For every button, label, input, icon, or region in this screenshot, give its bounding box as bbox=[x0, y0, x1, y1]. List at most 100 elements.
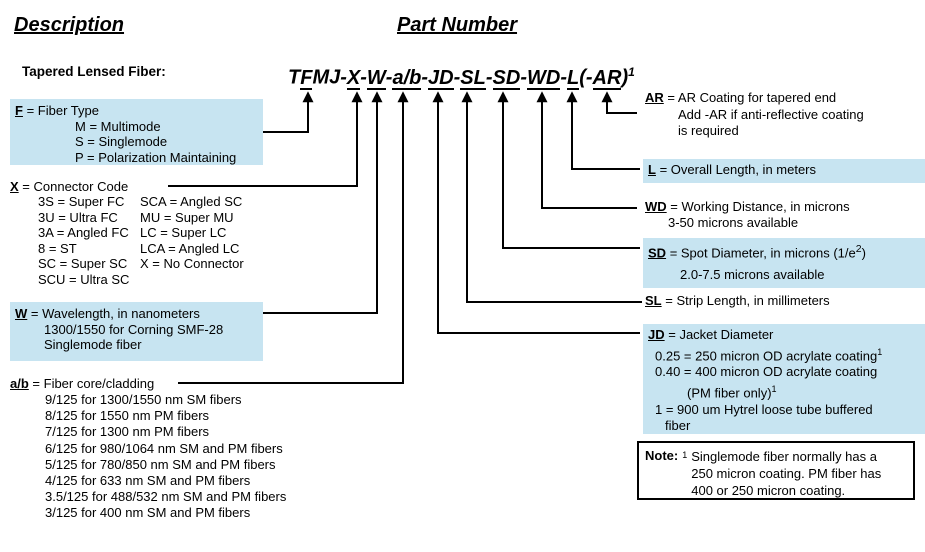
spot-diameter-title-post: ) bbox=[861, 245, 866, 261]
pn-seg: - bbox=[520, 66, 527, 89]
pn-seg: ) bbox=[621, 66, 629, 89]
jacket-diameter-option: fiber bbox=[665, 418, 925, 435]
core-cladding-option: 3/125 for 400 nm SM and PM fibers bbox=[45, 505, 251, 521]
connector-code-option: LC = Super LC bbox=[140, 225, 227, 240]
product-label: Tapered Lensed Fiber: bbox=[22, 64, 166, 79]
note-footnote-marker: 1 bbox=[682, 450, 688, 460]
note-label: Note: bbox=[645, 448, 679, 463]
pn-seg-jd: JD bbox=[428, 66, 454, 90]
fiber-type-key: F bbox=[15, 103, 23, 118]
pn-seg-w: W bbox=[366, 66, 386, 90]
connector-code-option: X = No Connector bbox=[140, 256, 244, 271]
pn-seg: T bbox=[288, 66, 301, 89]
spot-diameter-availability: 2.0-7.5 microns available bbox=[680, 266, 825, 282]
spot-diameter-box: SD = Spot Diameter, in microns (1/e2) 2.… bbox=[643, 238, 925, 288]
connector-code-option: 3A = Angled FC bbox=[38, 225, 129, 240]
core-cladding-option: 5/125 for 780/850 nm SM and PM fibers bbox=[45, 456, 276, 472]
connector-code-col1: 3S = Super FC 3U = Ultra FC 3A = Angled … bbox=[38, 194, 129, 287]
connector-ar-coating bbox=[601, 91, 637, 114]
note-line: Singlemode fiber normally has a bbox=[691, 449, 877, 464]
wavelength-title: = Wavelength, in nanometers bbox=[30, 306, 200, 321]
core-cladding-section: a/b = Fiber core/cladding bbox=[10, 376, 154, 392]
strip-length-key: SL bbox=[645, 293, 662, 308]
jd-option-text: 1 = 900 um Hytrel loose tube buffered bbox=[655, 401, 873, 417]
ar-coating-line: is required bbox=[678, 123, 739, 138]
jd-option-text: 0.25 = 250 micron OD acrylate coating bbox=[655, 347, 878, 363]
core-cladding-title-line: a/b = Fiber core/cladding bbox=[10, 376, 154, 392]
overall-length-key: L bbox=[648, 162, 656, 177]
core-cladding-option: 8/125 for 1550 nm PM fibers bbox=[45, 408, 210, 424]
strip-length-title: = Strip Length, in millimeters bbox=[665, 293, 830, 308]
connector-code-option: SCU = Ultra SC bbox=[38, 271, 130, 287]
overall-length-box: L = Overall Length, in meters bbox=[643, 159, 925, 183]
core-cladding-key: a/b bbox=[10, 376, 29, 391]
pn-seg-ar: AR bbox=[592, 66, 622, 90]
jacket-diameter-option: (PM fiber only)1 bbox=[687, 381, 925, 402]
pn-seg: - bbox=[360, 66, 367, 89]
pn-seg: - bbox=[560, 66, 567, 89]
connector-code-option: SC = Super SC bbox=[38, 256, 128, 271]
connector-strip-length bbox=[461, 91, 642, 303]
fiber-type-box: F = Fiber Type M = Multimode S = Singlem… bbox=[10, 99, 263, 165]
ar-coating-key: AR bbox=[645, 90, 664, 105]
pn-seg: (- bbox=[579, 66, 593, 89]
description-header: Description bbox=[14, 14, 125, 36]
connector-code-section: X = Connector Code bbox=[10, 179, 128, 195]
part-number-text: TFMJ-X-W-a/b-JD-SL-SD-WD-L(-AR)1 bbox=[288, 60, 635, 90]
connector-jacket-diameter bbox=[432, 91, 640, 334]
pn-seg-ab: a/b bbox=[392, 66, 422, 90]
note-content: Note: 1 Singlemode fiber normally has a … bbox=[639, 443, 913, 499]
jd-option-footnote: 1 bbox=[771, 383, 777, 394]
pn-seg-sd: SD bbox=[492, 66, 521, 90]
connector-code-key: X bbox=[10, 179, 19, 194]
core-cladding-option: 9/125 for 1300/1550 nm SM fibers bbox=[45, 392, 242, 407]
pn-seg: - bbox=[453, 66, 461, 89]
connector-code-option: SCA = Angled SC bbox=[140, 194, 243, 209]
connector-code-option: MU = Super MU bbox=[140, 209, 234, 225]
ar-coating-title-line: AR = AR Coating for tapered end bbox=[645, 90, 864, 107]
jacket-diameter-title-line: JD = Jacket Diameter bbox=[648, 327, 925, 344]
connector-code-title: = Connector Code bbox=[22, 179, 129, 194]
connector-code-title-line: X = Connector Code bbox=[10, 179, 128, 195]
working-distance-title: = Working Distance, in microns bbox=[670, 199, 850, 214]
ar-coating-section: AR = AR Coating for tapered end Add -AR … bbox=[645, 90, 864, 140]
connector-code-option: 3U = Ultra FC bbox=[38, 209, 118, 225]
overall-length-title: = Overall Length, in meters bbox=[659, 162, 817, 177]
ar-coating-line: Add -AR if anti-reflective coating bbox=[678, 106, 864, 122]
strip-length-section: SL = Strip Length, in millimeters bbox=[645, 293, 830, 309]
fiber-type-title-line: F = Fiber Type bbox=[15, 103, 263, 119]
jacket-diameter-key: JD bbox=[648, 327, 665, 342]
working-distance-availability: 3-50 microns available bbox=[668, 214, 799, 230]
core-cladding-option: 6/125 for 980/1064 nm SM and PM fibers bbox=[45, 440, 283, 456]
jd-option-text: (PM fiber only) bbox=[687, 385, 772, 401]
core-cladding-title: = Fiber core/cladding bbox=[32, 376, 155, 391]
overall-length-title-line: L = Overall Length, in meters bbox=[648, 162, 925, 178]
pn-seg-x: X bbox=[346, 66, 361, 90]
spot-diameter-key: SD bbox=[648, 245, 667, 261]
fiber-type-option: P = Polarization Maintaining bbox=[75, 149, 237, 165]
core-cladding-option: 4/125 for 633 nm SM and PM fibers bbox=[45, 473, 251, 489]
working-distance-section: WD = Working Distance, in microns 3-50 m… bbox=[645, 199, 850, 230]
wavelength-box: W = Wavelength, in nanometers 1300/1550 … bbox=[10, 302, 263, 361]
working-distance-title-line: WD = Working Distance, in microns bbox=[645, 199, 850, 215]
jacket-diameter-title: = Jacket Diameter bbox=[668, 327, 774, 342]
pn-seg: - bbox=[385, 66, 393, 89]
fiber-type-title: = Fiber Type bbox=[26, 103, 99, 118]
wavelength-line: Singlemode fiber bbox=[44, 337, 142, 352]
connector-working-distance bbox=[536, 91, 637, 209]
wavelength-key: W bbox=[15, 306, 28, 321]
jd-option-text: 0.40 = 400 micron OD acrylate coating bbox=[655, 364, 878, 380]
note-line: 400 or 250 micron coating. bbox=[691, 483, 846, 498]
pn-seg-l: L bbox=[567, 66, 580, 90]
jd-option-footnote: 1 bbox=[877, 346, 883, 357]
connector-fiber-type bbox=[258, 91, 314, 133]
pn-seg: MJ- bbox=[312, 66, 347, 89]
ar-coating-title: = AR Coating for tapered end bbox=[667, 90, 837, 105]
jd-option-text: fiber bbox=[665, 418, 691, 434]
jacket-diameter-option: 0.40 = 400 micron OD acrylate coating bbox=[655, 364, 925, 381]
spot-diameter-title-line: SD = Spot Diameter, in microns (1/e2) bbox=[648, 242, 925, 261]
pn-seg: - bbox=[485, 66, 493, 89]
core-cladding-list: 9/125 for 1300/1550 nm SM fibers 8/125 f… bbox=[45, 392, 286, 522]
note-box: Note: 1 Singlemode fiber normally has a … bbox=[637, 441, 915, 500]
